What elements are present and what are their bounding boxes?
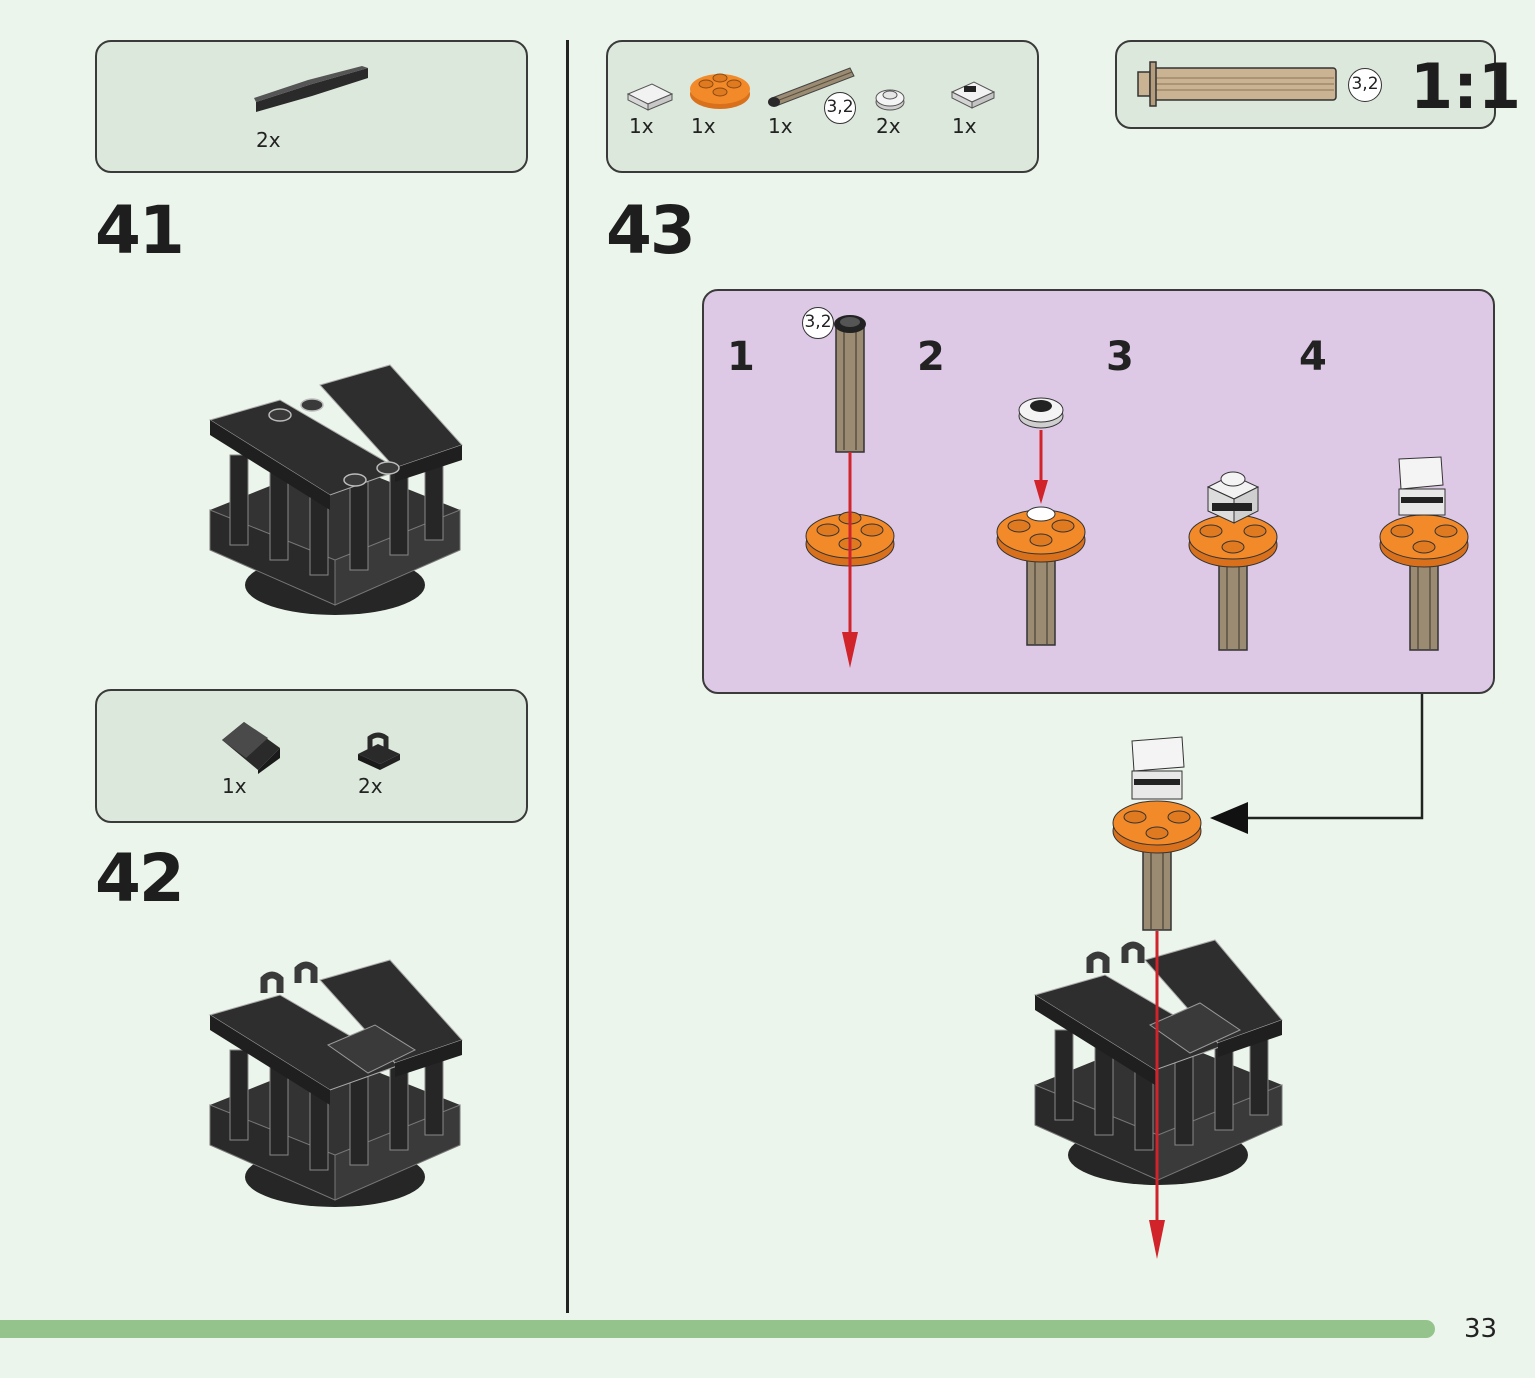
length-badge: 3,2	[802, 307, 834, 339]
parts-qty: 2x	[358, 774, 383, 798]
parts-qty: 1x	[222, 774, 247, 798]
page-number: 33	[1464, 1314, 1498, 1344]
axle-scale-image	[1137, 61, 1337, 107]
parts-qty: 1x	[952, 114, 977, 138]
substep-number: 3	[1106, 334, 1134, 380]
scale-ratio: 1:1	[1410, 50, 1522, 123]
part-black-tile	[254, 66, 368, 112]
step-43-assembly	[1033, 736, 1283, 1259]
substep-1-illustration	[805, 315, 895, 668]
parts-qty: 2x	[876, 114, 901, 138]
part-black-clip-plate	[358, 732, 400, 770]
substep-3-illustration	[1188, 471, 1278, 651]
part-orange-round-plate	[690, 73, 750, 109]
parts-qty: 1x	[629, 114, 654, 138]
column-divider	[566, 40, 569, 1313]
substep-4-illustration	[1379, 456, 1469, 651]
step-number: 42	[95, 840, 185, 917]
length-badge: 3,2	[824, 92, 856, 124]
step-42-assembly	[208, 959, 463, 1207]
length-badge: 3,2	[1348, 68, 1382, 102]
parts-box-step-42	[95, 689, 528, 823]
footer-progress-bar	[0, 1320, 1435, 1338]
step-41-assembly	[208, 364, 463, 615]
substep-panel	[702, 289, 1495, 694]
part-black-slope	[222, 722, 280, 774]
substep-number: 1	[727, 334, 755, 380]
part-tan-axle	[768, 67, 855, 107]
part-white-tile	[626, 83, 674, 111]
parts-qty: 1x	[768, 114, 793, 138]
part-white-round-plate	[875, 89, 905, 111]
part-white-plate-knob	[950, 81, 996, 109]
substep-2-illustration	[996, 397, 1086, 646]
substep-number: 2	[917, 334, 945, 380]
parts-qty: 1x	[691, 114, 716, 138]
parts-qty: 2x	[256, 128, 281, 152]
parts-box-step-43	[606, 40, 1039, 173]
parts-box-step-41	[95, 40, 528, 173]
callout-arrow	[1210, 694, 1424, 834]
step-number: 41	[95, 192, 185, 269]
step-number: 43	[606, 192, 696, 269]
substep-number: 4	[1299, 334, 1327, 380]
